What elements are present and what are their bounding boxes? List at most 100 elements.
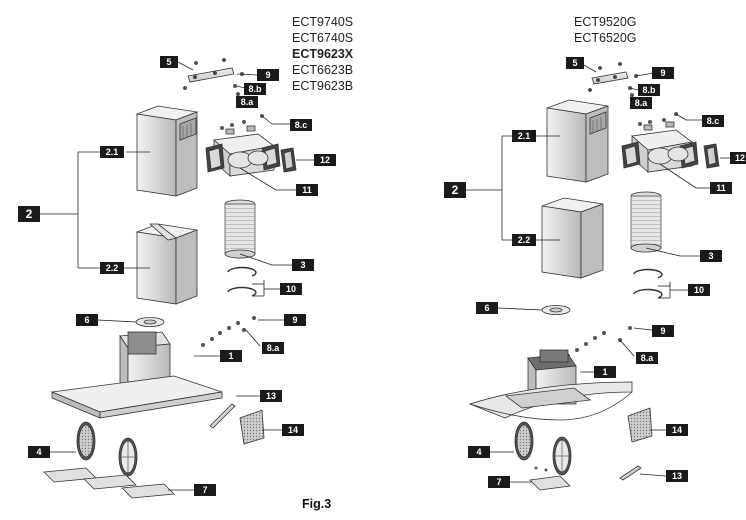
label-text: 10	[694, 285, 704, 295]
label-text: 11	[716, 183, 726, 193]
label-text: 2.1	[518, 131, 531, 141]
label-text: 11	[302, 185, 312, 195]
mounting-bracket	[588, 62, 629, 92]
label-text: 2	[452, 183, 459, 197]
label-text: 3	[300, 260, 305, 270]
label-box: 9	[652, 325, 674, 337]
label-text: 8.b	[642, 85, 656, 95]
spare-filter	[239, 409, 265, 445]
label-text: 1	[602, 367, 607, 377]
hose-clamps	[633, 268, 663, 299]
label-text: 14	[288, 425, 298, 435]
label-box: 11	[710, 182, 732, 194]
label-box: 9	[284, 314, 306, 326]
grease-filter-trays	[529, 466, 571, 491]
label-box: 5	[160, 56, 178, 68]
label-box: 8.a	[630, 97, 652, 109]
upper-chimney	[135, 105, 199, 197]
label-text: 3	[708, 251, 713, 261]
label-text: 9	[660, 68, 665, 78]
label-box: 11	[296, 184, 318, 196]
label-text: 9	[660, 326, 665, 336]
spare-filter	[627, 407, 653, 443]
label-text: 7	[496, 477, 501, 487]
label-box: 2.2	[512, 234, 536, 246]
label-text: 8.a	[635, 98, 649, 108]
label-box: 10	[688, 284, 710, 296]
figure-caption: Fig.3	[302, 497, 332, 511]
label-box: 2.2	[100, 262, 124, 274]
label-box: 8.a	[236, 96, 258, 108]
hood-body	[50, 331, 223, 419]
lower-chimney	[135, 223, 199, 305]
hose-clamps	[227, 266, 257, 297]
label-box: 2	[18, 206, 40, 222]
left-model-list: ECT9740S ECT6740S ECT9623X ECT6623B ECT9…	[292, 14, 353, 94]
label-text: 4	[476, 447, 481, 457]
right-model-list: ECT9520G ECT6520G	[574, 14, 637, 46]
light-bar	[209, 403, 236, 429]
label-text: 12	[320, 155, 330, 165]
outlet-flange	[541, 305, 571, 315]
label-box: 4	[468, 446, 490, 458]
label-text: 8.a	[241, 97, 255, 107]
label-text: 7	[202, 485, 207, 495]
left-assembly	[40, 58, 314, 499]
model-name: ECT9623B	[292, 79, 354, 93]
light-bar	[619, 465, 642, 481]
label-box: 1	[594, 366, 616, 378]
label-text: 2.2	[106, 263, 119, 273]
screw-set	[628, 74, 678, 126]
upper-chimney	[546, 99, 609, 183]
label-text: 8.c	[295, 120, 308, 130]
model-name: ECT9740S	[292, 15, 354, 29]
label-box: 1	[220, 350, 242, 362]
carbon-filters	[76, 421, 138, 477]
label-text: 8.a	[641, 353, 655, 363]
screw-set	[201, 316, 256, 347]
carbon-filters	[514, 421, 572, 476]
label-box: 12	[730, 152, 746, 164]
label-text: 2	[26, 207, 33, 221]
left-callouts	[40, 61, 314, 491]
label-box: 12	[314, 154, 336, 166]
label-box: 2.1	[100, 146, 124, 158]
label-text: 8.c	[707, 116, 720, 126]
flexible-duct	[224, 199, 256, 259]
label-box: 5	[566, 57, 584, 69]
label-text: 14	[672, 425, 682, 435]
label-box: 3	[700, 250, 722, 262]
label-box: 8.b	[638, 84, 660, 96]
model-name: ECT6740S	[292, 31, 354, 45]
label-box: 8.c	[702, 115, 724, 127]
label-box: 13	[666, 470, 688, 482]
left-label-boxes: 5 9 8.b 8.a 8.c 2.1 12 11 2 2.2 3 10 6 9…	[18, 56, 336, 496]
motor-assembly	[621, 121, 720, 173]
right-label-boxes: 5 9 8.b 8.a 8.c 2.1 12 11 2 2.2 3 10 6 9…	[444, 57, 746, 488]
label-text: 13	[266, 391, 276, 401]
label-box: 2.1	[512, 130, 536, 142]
label-text: 6	[484, 303, 489, 313]
label-text: 1	[228, 351, 233, 361]
label-box: 9	[652, 67, 674, 79]
label-text: 8.a	[267, 343, 281, 353]
label-text: 9	[265, 70, 270, 80]
label-box: 3	[292, 259, 314, 271]
label-box: 13	[260, 390, 282, 402]
label-box: 10	[280, 283, 302, 295]
label-text: 8.b	[248, 84, 262, 94]
label-text: 9	[292, 315, 297, 325]
label-text: 6	[84, 315, 89, 325]
model-name: ECT9623X	[292, 47, 354, 61]
label-box: 6	[476, 302, 498, 314]
mounting-bracket	[183, 58, 235, 90]
label-box: 2	[444, 182, 466, 198]
lower-chimney	[541, 197, 604, 279]
hood-body	[468, 349, 633, 421]
label-text: 5	[166, 57, 171, 67]
label-box: 9	[257, 69, 279, 81]
label-text: 5	[572, 58, 577, 68]
label-box: 7	[194, 484, 216, 496]
